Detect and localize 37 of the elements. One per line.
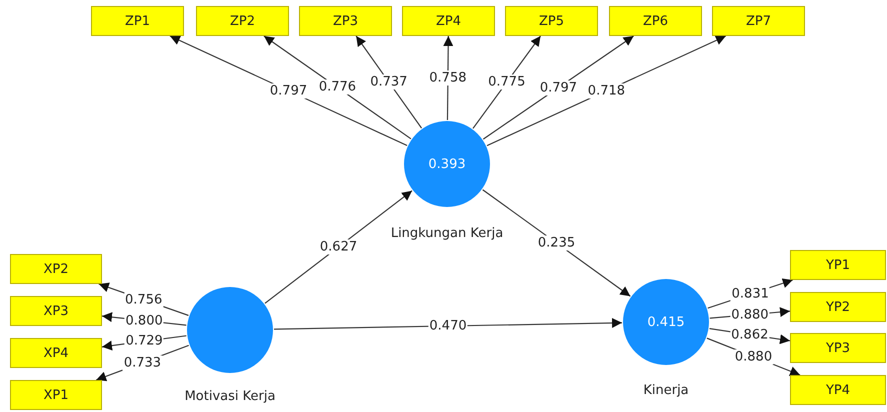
indicator-box: YP3	[790, 333, 886, 363]
edge-label: 0.797	[268, 83, 308, 98]
indicator-box: YP2	[790, 292, 886, 322]
edge-label: 0.831	[730, 286, 770, 302]
indicator-box: XP2	[10, 254, 102, 284]
edge-label: 0.737	[369, 74, 408, 90]
indicator-box: YP4	[790, 375, 886, 405]
arrow	[482, 189, 631, 297]
variable-name: Lingkungan Kerja	[390, 226, 504, 241]
edge-label: 0.733	[122, 355, 162, 370]
edge-label: 0.758	[428, 70, 468, 86]
r-squared-value: 0.415	[647, 314, 685, 330]
indicator-box: XP3	[10, 296, 102, 326]
edge-label: 0.775	[487, 74, 526, 90]
indicator-box: ZP2	[196, 6, 289, 36]
indicator-box: XP1	[10, 380, 102, 410]
edge-label: 0.797	[538, 80, 578, 96]
arrow	[274, 318, 622, 330]
indicator-box: ZP1	[91, 6, 184, 36]
indicator-box: ZP5	[505, 6, 598, 36]
indicator-box: XP4	[10, 338, 102, 368]
edge-label: 0.880	[734, 349, 774, 364]
indicator-box: ZP3	[299, 6, 392, 36]
edge-label: 0.627	[318, 240, 358, 254]
arrow	[264, 190, 412, 304]
edge-label: 0.776	[318, 80, 358, 95]
edge-label: 0.718	[586, 83, 626, 98]
variable-name: Kinerja	[643, 383, 689, 398]
latent-variable-circle	[404, 121, 490, 207]
indicator-box: ZP4	[402, 6, 495, 36]
edge-label: 0.235	[536, 236, 576, 250]
indicator-box: YP1	[790, 250, 886, 280]
indicator-box: ZP6	[609, 6, 702, 36]
indicator-box: ZP7	[712, 6, 805, 36]
variable-name: Motivasi Kerja	[184, 389, 276, 404]
r-squared-value: 0.393	[428, 156, 466, 172]
edge-label: 0.756	[124, 292, 164, 308]
